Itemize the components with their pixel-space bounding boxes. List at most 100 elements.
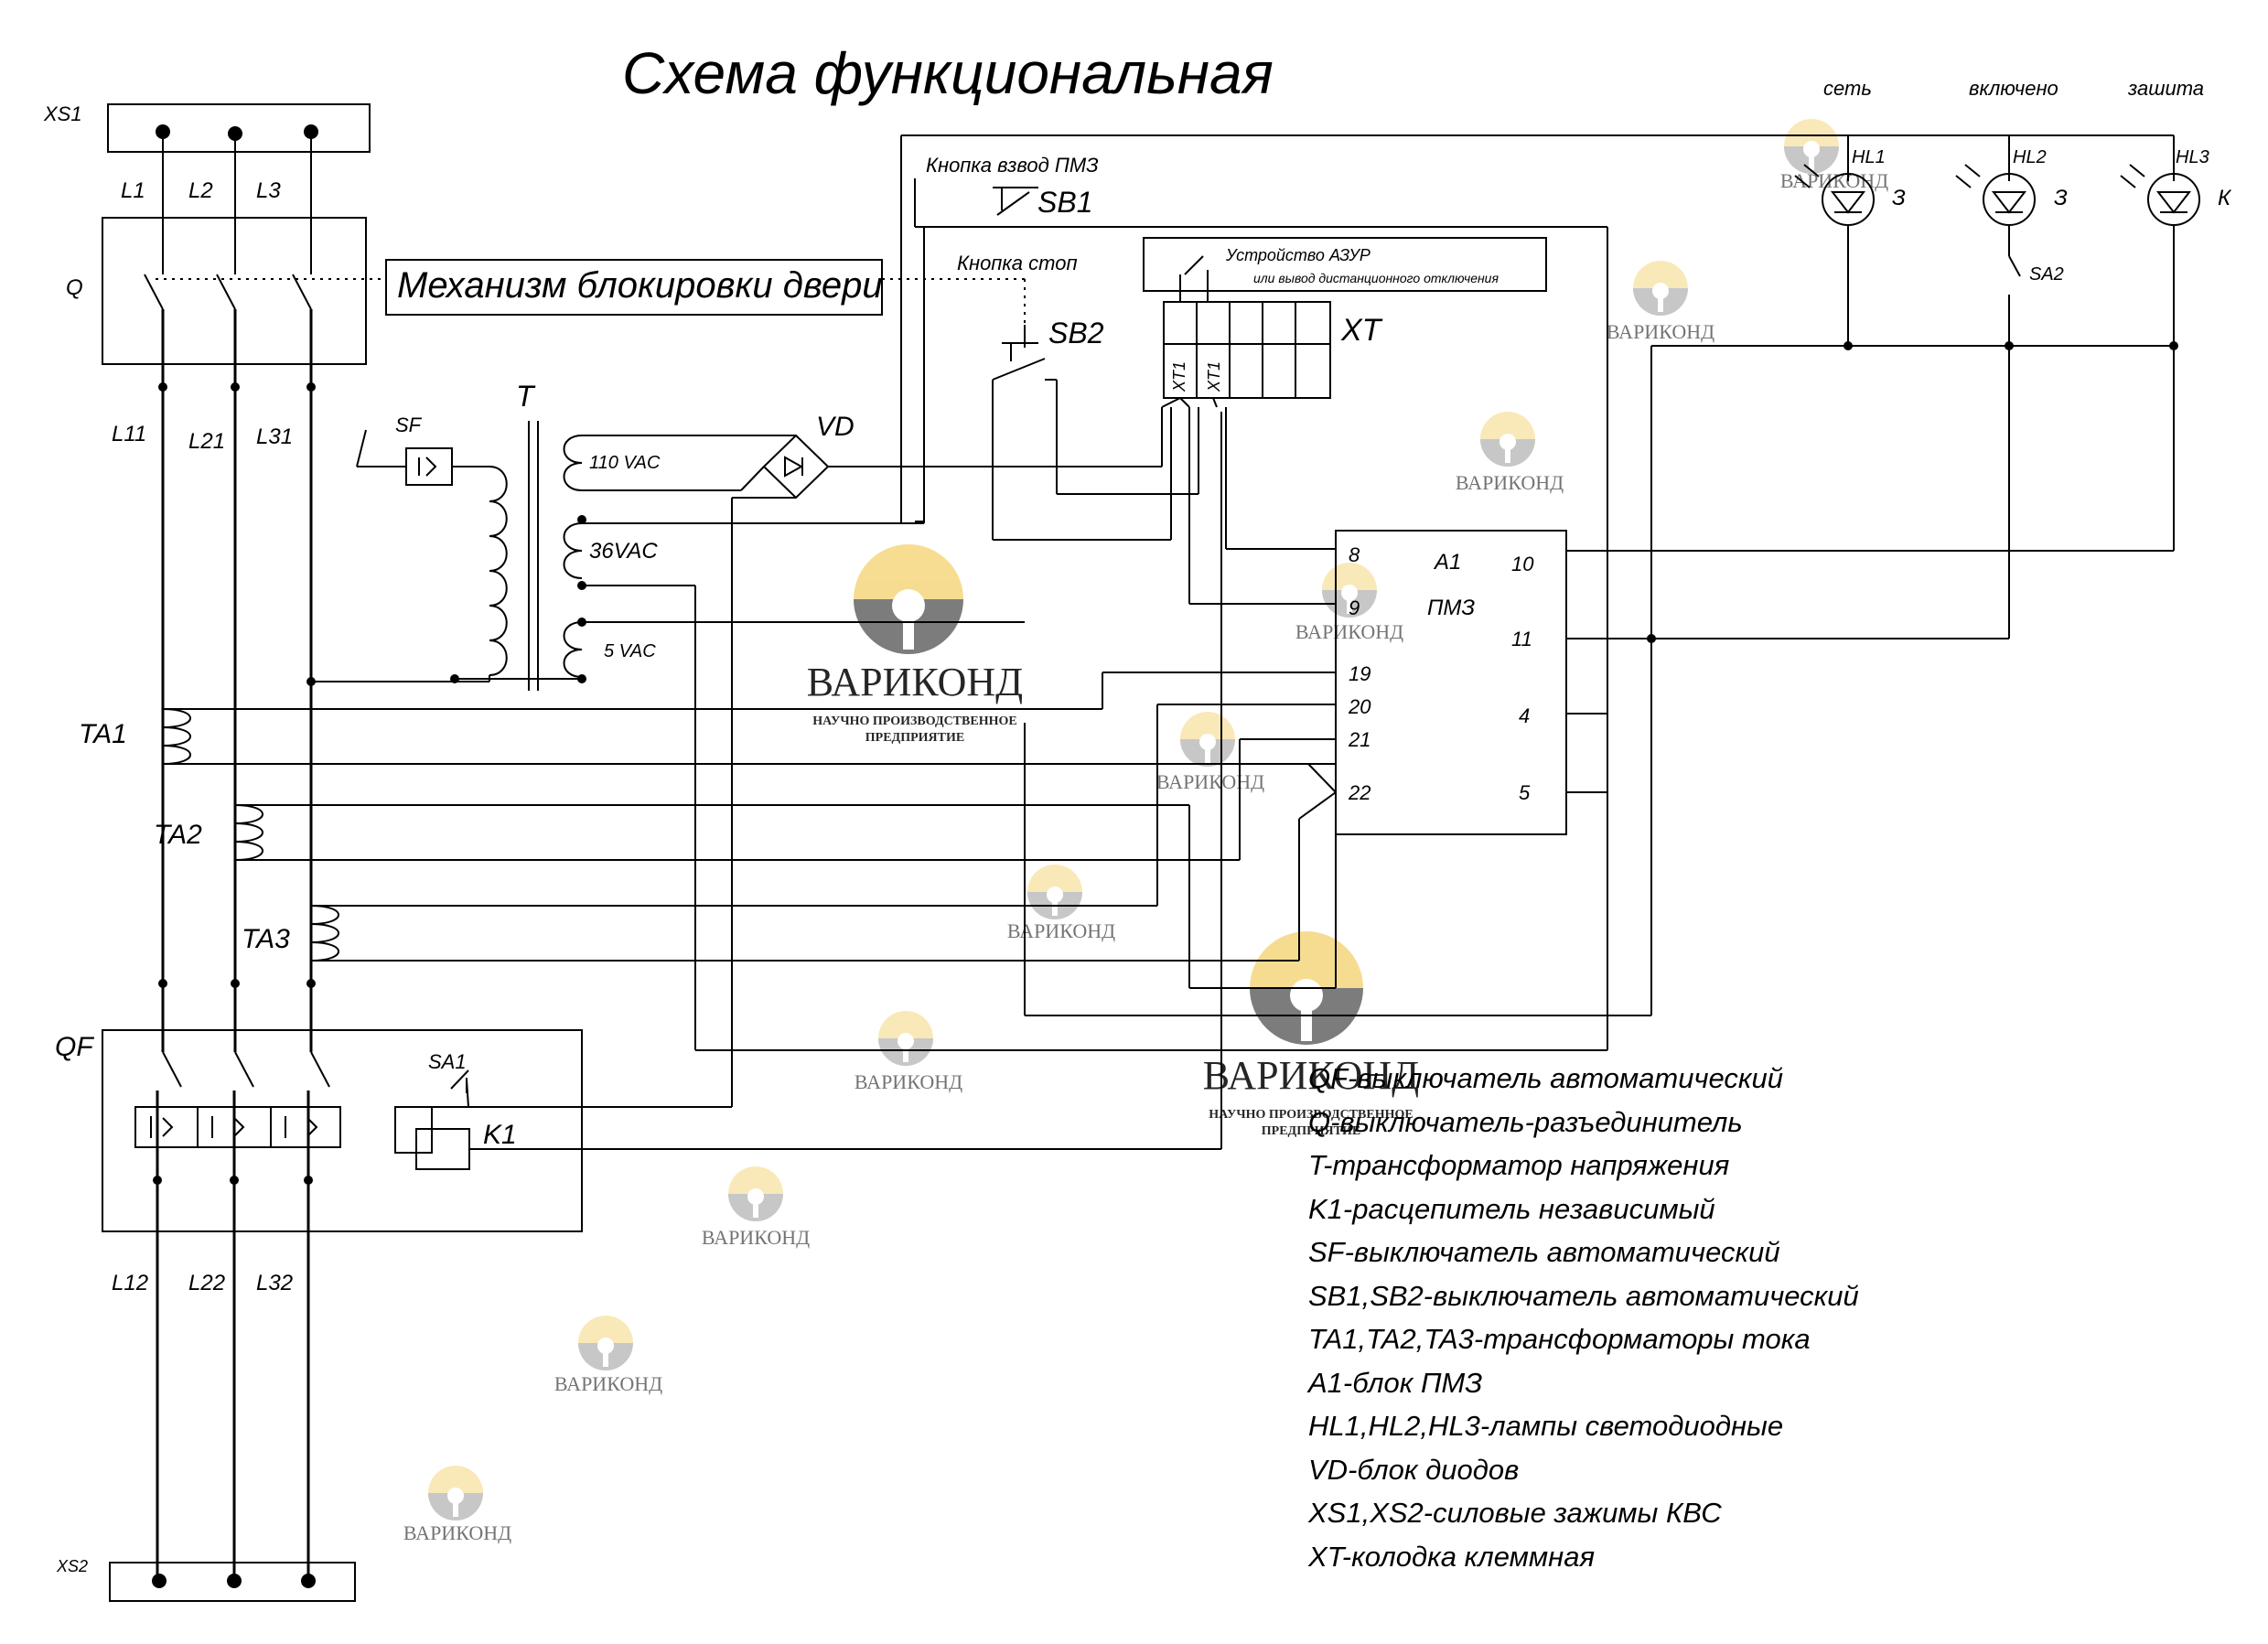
- legend: QF-выключатель автоматический Q-выключат…: [1308, 1057, 2223, 1578]
- legend-item: SB1,SB2-выключатель автоматический: [1308, 1279, 1859, 1312]
- qf-contact-l2: [234, 1051, 254, 1088]
- ta1-coil: [162, 708, 191, 765]
- watermark-logo-small: ВАРИКОНД: [1295, 563, 1403, 643]
- legend-item: XS1,XS2-силовые зажимы КВС: [1308, 1497, 1722, 1529]
- label-l22: L22: [188, 1271, 225, 1295]
- svg-text:ВАРИКОНД: ВАРИКОНД: [1156, 770, 1264, 793]
- xs1-terminal-block: [107, 103, 371, 153]
- q-contact-l1: [144, 274, 164, 310]
- label-pmz: ПМЗ: [1427, 596, 1475, 620]
- watermark-logo-small: ВАРИКОНД: [1607, 261, 1714, 343]
- legend-item: T-трансформатор напряжения: [1308, 1149, 1730, 1181]
- hl3-lamp: [2147, 173, 2200, 226]
- label-sf: SF: [395, 414, 423, 436]
- label-sb1: SB1: [1037, 186, 1092, 219]
- svg-text:ВАРИКОНД: ВАРИКОНД: [807, 660, 1023, 704]
- svg-text:ВАРИКОНД: ВАРИКОНД: [403, 1521, 511, 1544]
- sf-contact: [356, 429, 367, 467]
- pin-20: 20: [1348, 695, 1371, 718]
- svg-text:ВАРИКОНД: ВАРИКОНД: [702, 1226, 810, 1249]
- label-q: Q: [66, 275, 83, 300]
- label-sa1: SA1: [428, 1050, 467, 1073]
- label-azur-title: Устройство АЗУР: [1225, 246, 1370, 264]
- pin-9: 9: [1349, 596, 1360, 619]
- label-ta1: TA1: [79, 719, 127, 749]
- sf-breaker: [405, 447, 453, 486]
- svg-text:ПРЕДПРИЯТИЕ: ПРЕДПРИЯТИЕ: [865, 731, 964, 745]
- ta2-coil: [234, 804, 263, 861]
- legend-item: QF-выключатель автоматический: [1308, 1062, 1784, 1094]
- label-lock-mechanism: Механизм блокировки двери: [397, 265, 883, 306]
- vd-diode-bridge: [762, 434, 830, 500]
- qf-contact-l3: [310, 1051, 330, 1088]
- legend-item: TA1,TA2,TA3-трансформаторы тока: [1308, 1323, 1811, 1355]
- label-l3: L3: [256, 178, 281, 203]
- label-36vac: 36VAC: [589, 539, 658, 564]
- svg-text:ВАРИКОНД: ВАРИКОНД: [1456, 471, 1564, 494]
- svg-text:ВАРИКОНД: ВАРИКОНД: [1203, 1053, 1419, 1098]
- q-contact-l2: [216, 274, 236, 310]
- label-l21: L21: [188, 429, 225, 454]
- label-l32: L32: [256, 1271, 293, 1295]
- legend-item: SF-выключатель автоматический: [1308, 1236, 1780, 1268]
- xs2-terminal-block: [109, 1562, 356, 1602]
- label-xs2: XS2: [56, 1557, 88, 1575]
- label-hl3-color: К: [2218, 186, 2232, 210]
- svg-text:ВАРИКОНД: ВАРИКОНД: [1007, 919, 1115, 942]
- watermark-logo-small: ВАРИКОНД: [1007, 865, 1115, 942]
- watermark-logo-small: ВАРИКОНД: [1156, 712, 1264, 793]
- legend-item: K1-расцепитель независимый: [1308, 1192, 1715, 1225]
- label-ta3: TA3: [242, 924, 290, 954]
- label-hl3: HL3: [2176, 147, 2209, 167]
- hl2-lamp: [1983, 173, 2036, 226]
- label-l12: L12: [112, 1271, 148, 1295]
- diagram-labels: XS1 L1 L2 L3 Q Механизм блокировки двери…: [43, 77, 2232, 1575]
- pin-10: 10: [1511, 553, 1534, 575]
- label-hl-prot: зашита: [2127, 77, 2204, 100]
- transformer-secondary-36: [563, 522, 583, 579]
- label-l1: L1: [121, 178, 145, 203]
- ta3-coil: [310, 905, 339, 962]
- qf-trip-units: [134, 1106, 341, 1148]
- label-l11: L11: [112, 422, 146, 446]
- svg-text:ВАРИКОНД: ВАРИКОНД: [1295, 620, 1403, 643]
- label-qf: QF: [55, 1032, 94, 1062]
- junction-dots: [152, 124, 2178, 1588]
- legend-item: VD-блок диодов: [1308, 1453, 1520, 1486]
- label-k1: K1: [483, 1120, 517, 1150]
- legend-item: XT-колодка клеммная: [1308, 1540, 1596, 1573]
- qf-breaker-box: [102, 1029, 583, 1232]
- label-110vac: 110 VAC: [589, 453, 661, 473]
- watermark-logo-small: ВАРИКОНД: [1456, 412, 1564, 494]
- pin-5: 5: [1519, 781, 1531, 804]
- k1-coil: [415, 1128, 470, 1170]
- label-hl-on: включено: [1969, 77, 2058, 100]
- watermark-logo-large: ВАРИКОНД НАУЧНО ПРОИЗВОДСТВЕННОЕ ПРЕДПРИ…: [807, 544, 1023, 745]
- pin-4: 4: [1519, 704, 1530, 727]
- watermark-logo-small: ВАРИКОНД: [702, 1166, 810, 1249]
- transformer-secondary-5: [563, 621, 583, 678]
- label-sb2: SB2: [1048, 317, 1104, 349]
- lock-mechanism-box: [385, 259, 883, 316]
- label-xt1-b: XT1: [1205, 361, 1223, 392]
- watermark-logo-small: ВАРИКОНД: [554, 1316, 662, 1395]
- svg-text:НАУЧНО ПРОИЗВОДСТВЕННОЕ: НАУЧНО ПРОИЗВОДСТВЕННОЕ: [812, 715, 1016, 728]
- label-hl1-color: З: [1892, 186, 1906, 210]
- sa2-contact: [2008, 255, 2021, 277]
- label-l31: L31: [256, 424, 293, 449]
- label-hl-net: сеть: [1823, 77, 1872, 100]
- sb1-contact: [996, 191, 1030, 216]
- azur-contact: [1184, 255, 1204, 275]
- watermark-logo-small: ВАРИКОНД: [403, 1466, 511, 1544]
- transformer-primary: [489, 466, 508, 676]
- q-contact-l3: [292, 274, 312, 310]
- label-btn-arm: Кнопка взвод ПМЗ: [926, 154, 1099, 177]
- label-t: T: [516, 380, 536, 413]
- svg-text:ВАРИКОНД: ВАРИКОНД: [855, 1070, 962, 1093]
- svg-text:НАУЧНО ПРОИЗВОДСТВЕННОЕ: НАУЧНО ПРОИЗВОДСТВЕННОЕ: [1209, 1108, 1413, 1122]
- label-ta2: TA2: [154, 820, 202, 850]
- pin-22: 22: [1348, 781, 1370, 804]
- svg-text:ВАРИКОНД: ВАРИКОНД: [554, 1372, 662, 1395]
